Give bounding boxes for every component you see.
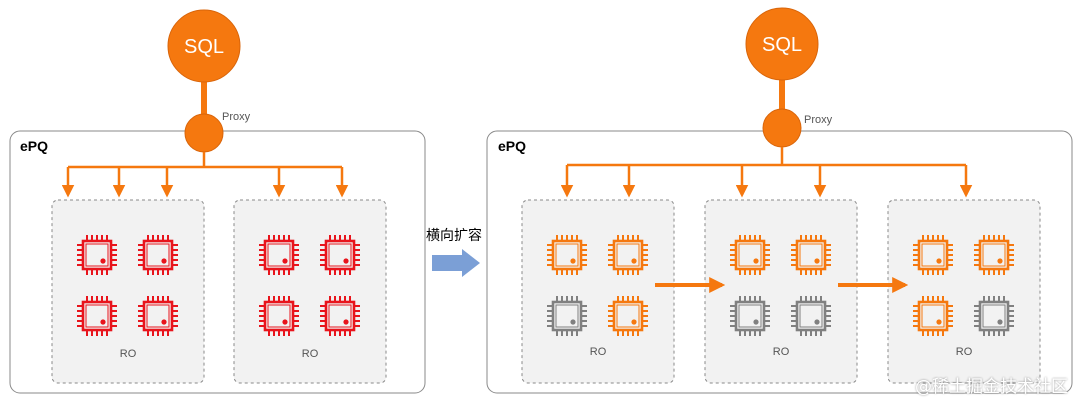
scale-out-indicator: 横向扩容 — [426, 227, 482, 277]
right-ro-group-1 — [521, 199, 675, 384]
left-ro-label-1: RO — [120, 348, 137, 360]
left-cluster-label: ePQ — [20, 138, 48, 154]
right-ro-group-3 — [887, 199, 1041, 384]
right-sql-node — [745, 7, 819, 81]
right-ro-label-3: RO — [956, 346, 973, 358]
left-ro-group-2 — [233, 199, 387, 384]
left-sql-node — [167, 9, 241, 83]
right-diagram: ePQ SQL Proxy RO RO RO — [486, 7, 1073, 394]
left-diagram: ePQ SQL Proxy RO RO — [9, 9, 426, 394]
left-proxy-label: Proxy — [222, 111, 251, 123]
right-sql-label: SQL — [762, 34, 802, 56]
left-ro-group-1 — [51, 199, 205, 384]
left-proxy-node — [184, 113, 224, 153]
right-proxy-label: Proxy — [804, 114, 833, 126]
watermark: @稀土掘金技术社区 — [915, 377, 1068, 397]
scale-out-arrow — [432, 249, 480, 277]
left-fanout — [61, 152, 349, 198]
right-ro-label-2: RO — [773, 346, 790, 358]
right-proxy-node — [762, 108, 802, 148]
left-ro-label-2: RO — [302, 348, 319, 360]
right-ro-group-2 — [704, 199, 858, 384]
right-fanout — [560, 147, 973, 198]
right-cluster-label: ePQ — [498, 138, 526, 154]
right-ro-label-1: RO — [590, 346, 607, 358]
scale-out-label: 横向扩容 — [426, 227, 482, 244]
left-sql-label: SQL — [184, 36, 224, 58]
